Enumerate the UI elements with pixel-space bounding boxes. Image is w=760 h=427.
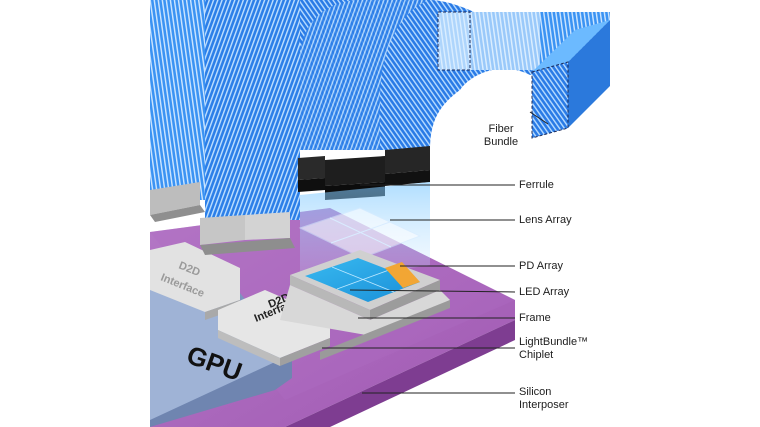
- leader-lines: [322, 111, 549, 394]
- lens-array-label: Lens Array: [519, 214, 572, 226]
- chiplet-label-line1: LightBundle™: [519, 336, 589, 348]
- interposer-label-line1: Silicon: [519, 386, 552, 398]
- ferrule-label: Ferrule: [519, 179, 554, 191]
- fiber-bundle-label-line2: Bundle: [483, 136, 519, 148]
- lightbundle-chiplet: [280, 285, 450, 360]
- frame-label: Frame: [519, 312, 551, 324]
- interposer-label-line2: Interposer: [519, 399, 569, 411]
- chiplet-label: LightBundle™ Chiplet: [519, 336, 588, 362]
- lens-array: [298, 207, 422, 259]
- fiber-bundle-label: Fiber Bundle: [476, 123, 526, 149]
- pd-array-label: PD Array: [519, 260, 564, 272]
- left-fiber-bundles: [150, 0, 300, 255]
- fiber-bundle-label-line1: Fiber: [488, 123, 514, 135]
- interposer-label: Silicon Interposer: [519, 386, 569, 412]
- fiber-bundle: [300, 0, 610, 150]
- chiplet-label-line2: Chiplet: [519, 349, 554, 361]
- pd-array: [385, 262, 420, 288]
- led-array-label: LED Array: [519, 286, 570, 298]
